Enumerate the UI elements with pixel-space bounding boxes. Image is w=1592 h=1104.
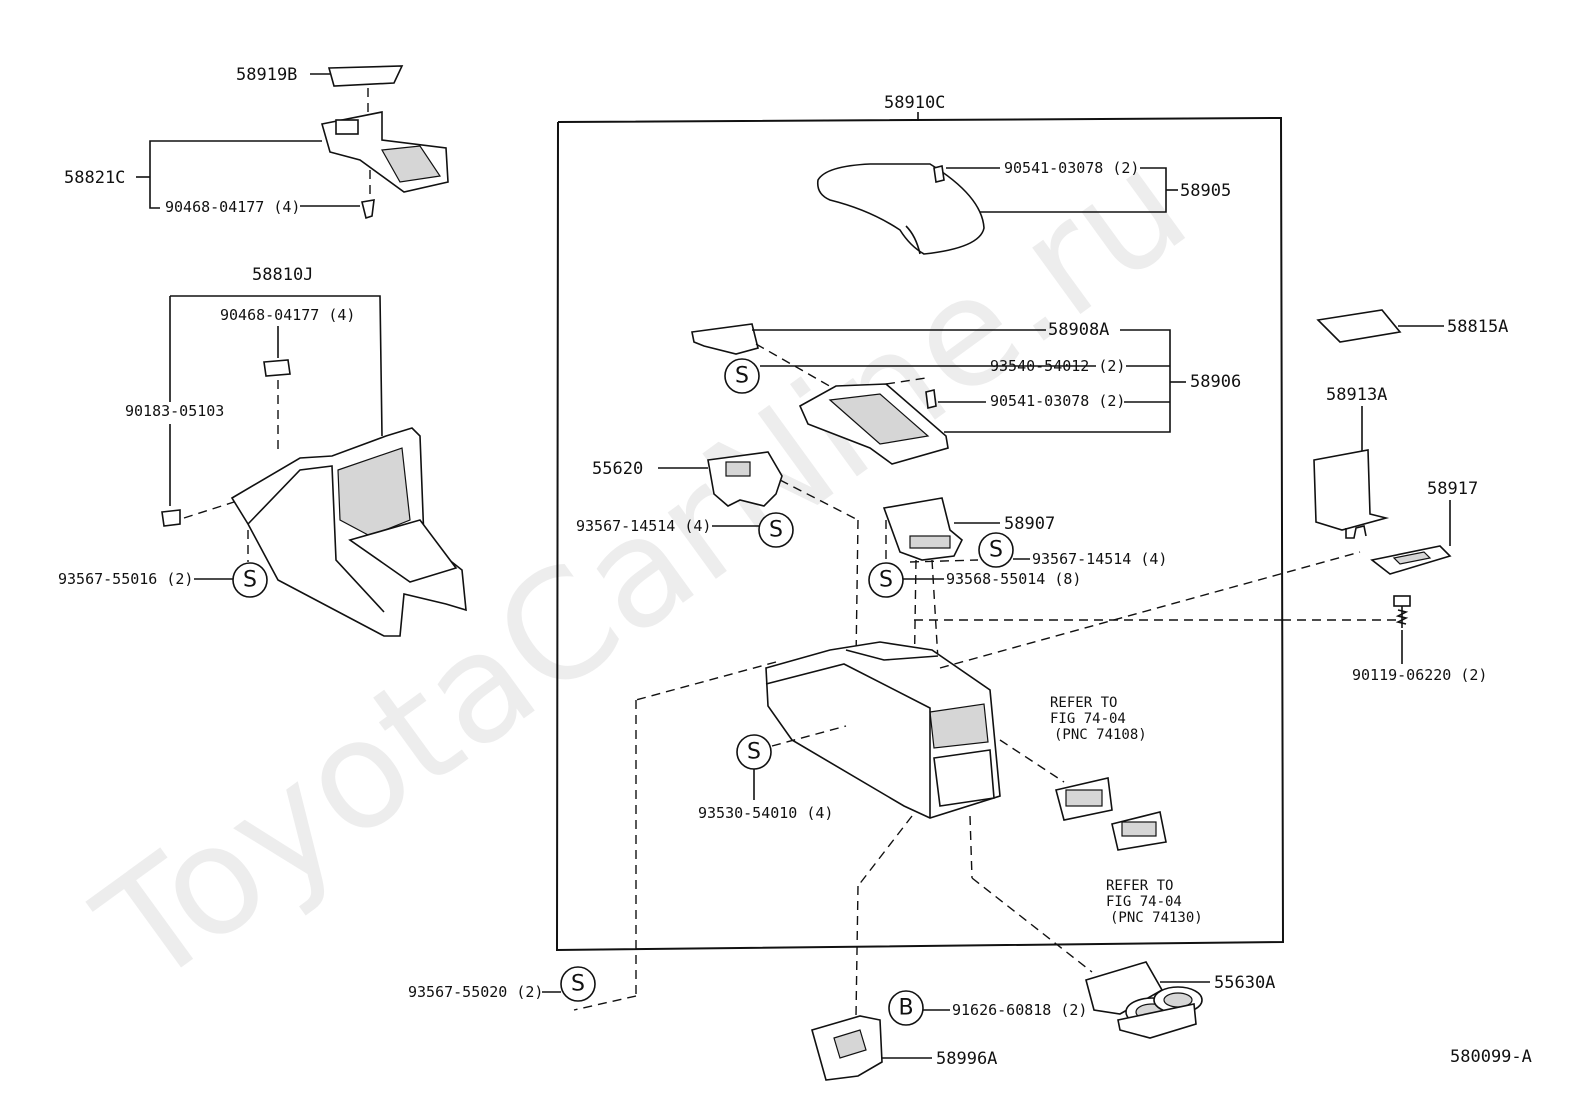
label-58821C: 58821C bbox=[64, 168, 125, 188]
label-58919B: 58919B bbox=[236, 65, 297, 85]
dash-58907-b bbox=[909, 559, 979, 563]
dash-90183 bbox=[183, 501, 235, 519]
label-58906: 58906 bbox=[1190, 372, 1241, 392]
part-55620-lock-bracket bbox=[707, 451, 783, 507]
label-58910C: 58910C bbox=[884, 93, 945, 113]
part-74108-switch bbox=[1055, 777, 1113, 821]
symbol-s-93567-55020 bbox=[560, 966, 596, 1002]
note-refer2-line3: (PNC 74130) bbox=[1110, 910, 1203, 926]
part-55630A-cup-holder bbox=[1085, 961, 1203, 1039]
dash-58906-screw bbox=[885, 377, 927, 385]
symbol-s-93540 bbox=[724, 358, 760, 394]
dash-refer1 bbox=[999, 739, 1065, 783]
part-90119-screw bbox=[1393, 595, 1411, 628]
label-93530: 93530-54010 (4) bbox=[698, 804, 833, 822]
part-90541-screw-b bbox=[925, 389, 937, 409]
label-90541-a: 90541-03078 (2) bbox=[1004, 159, 1139, 177]
dash-55630A-a bbox=[969, 815, 973, 879]
note-refer1-line1: REFER TO bbox=[1050, 695, 1117, 711]
part-58815A-pad bbox=[1316, 309, 1402, 343]
label-93567-14514-a: 93567-14514 (4) bbox=[576, 517, 711, 535]
label-93567-55016: 93567-55016 (2) bbox=[58, 570, 193, 588]
label-58908A: 58908A bbox=[1048, 320, 1109, 340]
label-58917: 58917 bbox=[1427, 479, 1478, 499]
label-90541-b: 90541-03078 (2) bbox=[990, 392, 1125, 410]
dash-58908A bbox=[755, 343, 841, 393]
leader-58906-bracket bbox=[944, 329, 1171, 433]
symbol-b-91626 bbox=[888, 990, 924, 1026]
label-58815A: 58815A bbox=[1447, 317, 1508, 337]
dash-93530 bbox=[771, 725, 847, 747]
part-console-box bbox=[765, 641, 1001, 819]
dash-55630A-b bbox=[971, 877, 1093, 973]
label-55620: 55620 bbox=[592, 459, 643, 479]
dash-58917 bbox=[939, 551, 1361, 669]
label-93567-55020: 93567-55020 (2) bbox=[408, 983, 543, 1001]
label-58996A: 58996A bbox=[936, 1049, 997, 1069]
symbol-s-93567-55016 bbox=[232, 562, 268, 598]
label-90183: 90183-05103 bbox=[125, 402, 224, 420]
label-58905: 58905 bbox=[1180, 181, 1231, 201]
label-93540: 93540-54012 (2) bbox=[990, 357, 1125, 375]
label-55630A: 55630A bbox=[1214, 973, 1275, 993]
note-refer2-line2: FIG 74-04 bbox=[1106, 894, 1182, 910]
part-58810J-console-front bbox=[230, 427, 467, 637]
symbol-s-93567-14514-a-text: S bbox=[769, 518, 783, 543]
label-58810J: 58810J bbox=[252, 265, 313, 285]
symbol-s-93530-text: S bbox=[747, 740, 761, 765]
symbol-s-93540-text: S bbox=[735, 364, 749, 389]
label-90468-a: 90468-04177 (4) bbox=[165, 198, 300, 216]
dash-58996A-b bbox=[855, 885, 859, 1017]
leader-58821C bbox=[149, 140, 322, 209]
part-90468-clip-a bbox=[361, 199, 375, 220]
part-90183-clip bbox=[161, 509, 181, 527]
part-58821C-bracket bbox=[320, 111, 449, 193]
dash-93567-55020-a bbox=[635, 661, 777, 701]
label-93567-14514-b: 93567-14514 (4) bbox=[1032, 550, 1167, 568]
dash-55620-b bbox=[855, 519, 859, 661]
part-90468-clip-b bbox=[263, 359, 291, 377]
note-refer2-line1: REFER TO bbox=[1106, 878, 1173, 894]
part-58908A-hinge bbox=[691, 323, 759, 355]
symbol-s-93567-55020-text: S bbox=[571, 972, 585, 997]
part-58996A-bracket bbox=[811, 1015, 883, 1081]
symbol-s-93567-14514-b-text: S bbox=[989, 538, 1003, 563]
symbol-b-91626-text: B bbox=[898, 996, 913, 1021]
part-58913A-panel bbox=[1313, 449, 1390, 539]
part-90541-screw-a bbox=[933, 165, 945, 183]
symbol-s-93568 bbox=[868, 562, 904, 598]
label-93568: 93568-55014 (8) bbox=[946, 570, 1081, 588]
drawing-id: 580099-A bbox=[1450, 1047, 1532, 1067]
part-58907-hinge bbox=[882, 497, 963, 561]
part-74130-switch bbox=[1111, 811, 1167, 851]
part-58919B-pad bbox=[327, 65, 404, 87]
part-58906-armrest-base bbox=[798, 383, 949, 465]
label-91626: 91626-60818 (2) bbox=[952, 1001, 1087, 1019]
note-refer1-line3: (PNC 74108) bbox=[1054, 727, 1147, 743]
note-refer1-line2: FIG 74-04 bbox=[1050, 711, 1126, 727]
symbol-s-93568-text: S bbox=[879, 568, 893, 593]
label-58913A: 58913A bbox=[1326, 385, 1387, 405]
dash-58907-d bbox=[931, 559, 939, 661]
assembly-frame-58910C bbox=[555, 116, 1285, 952]
symbol-s-93567-14514-b bbox=[978, 532, 1014, 568]
symbol-s-93567-14514-a bbox=[758, 512, 794, 548]
leader-58810J bbox=[170, 295, 383, 437]
label-90119: 90119-06220 (2) bbox=[1352, 666, 1487, 684]
label-58907: 58907 bbox=[1004, 514, 1055, 534]
label-90468-b: 90468-04177 (4) bbox=[220, 306, 355, 324]
part-58917-plate bbox=[1370, 545, 1452, 575]
dash-93567-55020-c bbox=[573, 995, 637, 1011]
dash-58996A-a bbox=[857, 815, 913, 887]
symbol-s-93567-55016-text: S bbox=[243, 568, 257, 593]
part-58905-armrest-lid bbox=[816, 163, 985, 255]
